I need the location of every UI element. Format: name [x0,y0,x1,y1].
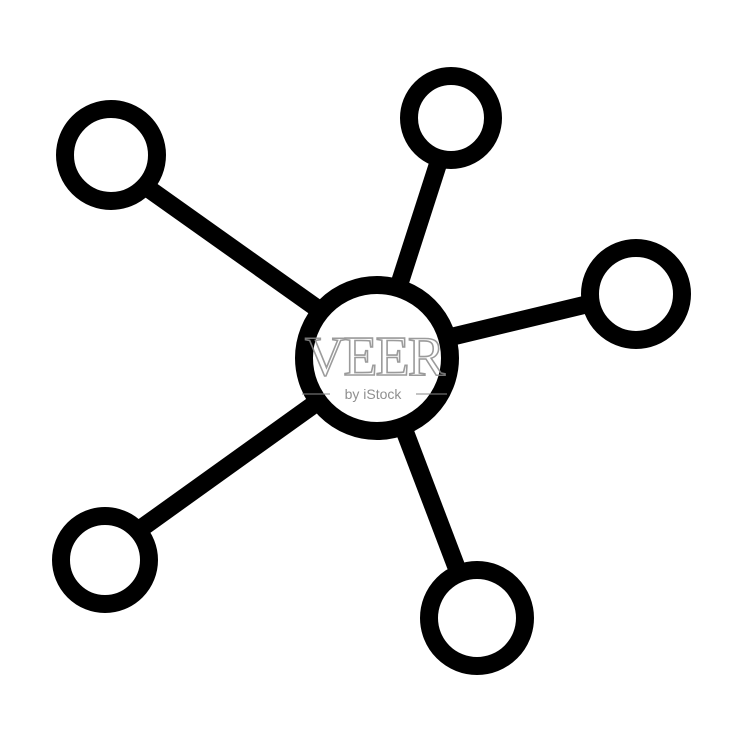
watermark: VEER by iStock [302,325,449,402]
connector-lines [137,161,587,570]
connector-right [452,296,587,345]
satellite-node-right [581,239,691,349]
hub-node [295,276,459,440]
connector-top [391,161,447,285]
connector-top-left [143,181,324,317]
connector-bottom-left [137,395,322,535]
satellite-node-bottom-left [52,507,158,613]
satellite-node-bottom [420,561,534,675]
watermark-main-text: VEER [305,326,446,388]
connector-bottom [396,428,465,570]
satellite-node-top-left [56,100,166,210]
satellite-node-top [400,67,502,169]
watermark-sub-text: by iStock [345,386,403,402]
